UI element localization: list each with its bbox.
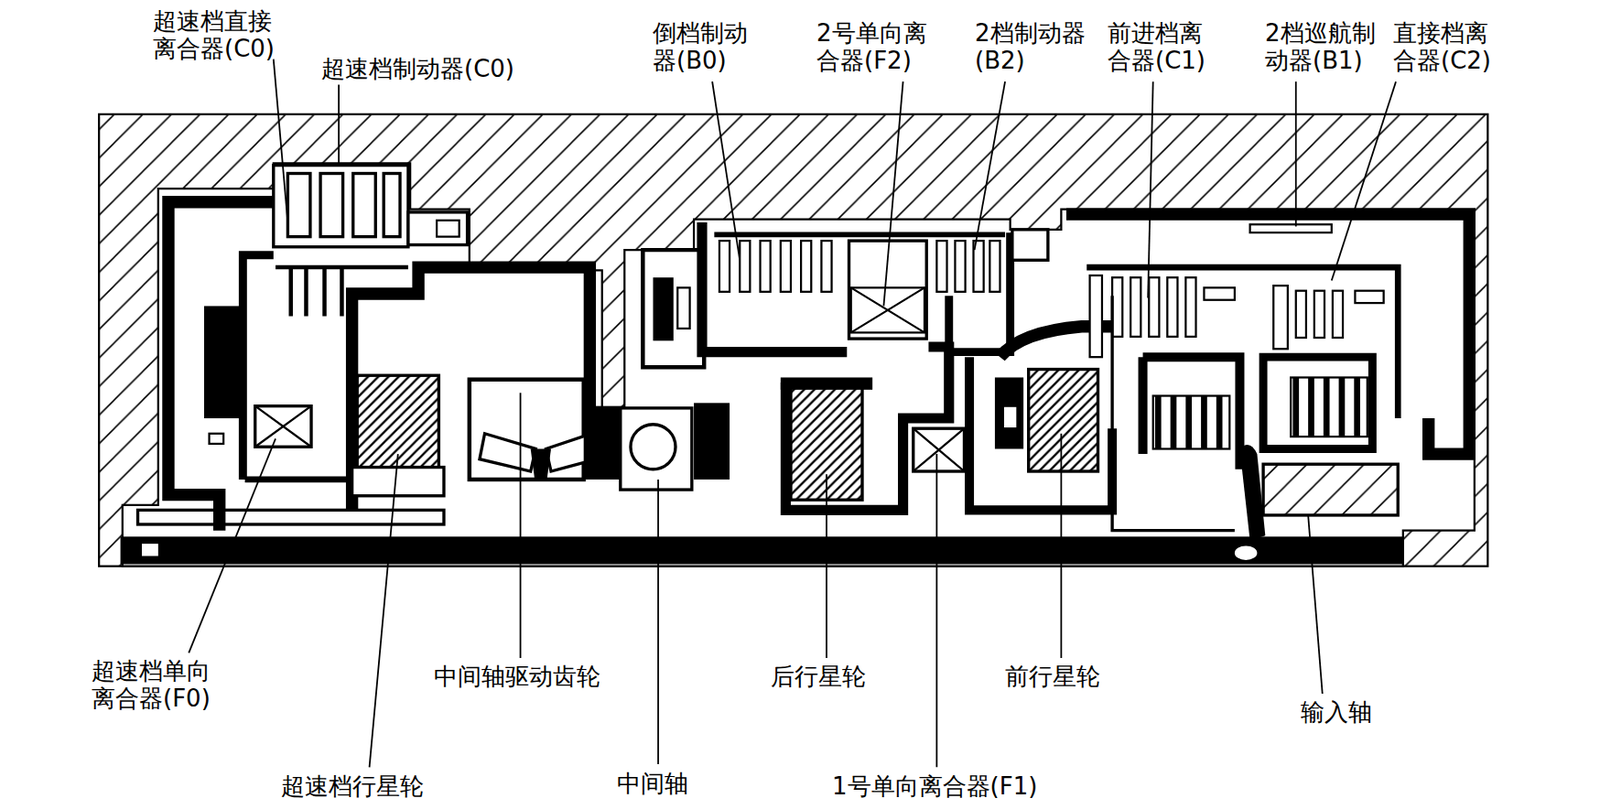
part-label: 超速档行星轮 bbox=[281, 773, 424, 801]
leader-line bbox=[712, 81, 740, 260]
leader-line bbox=[337, 85, 340, 166]
leader-line bbox=[1308, 515, 1323, 694]
leader-line bbox=[1331, 81, 1396, 281]
part-label: 中间轴驱动齿轮 bbox=[433, 663, 601, 692]
leader-line bbox=[1147, 81, 1154, 298]
part-label: 中间轴 bbox=[616, 770, 689, 799]
leader-line bbox=[1059, 433, 1062, 659]
part-label: 超速档单向 离合器(F0) bbox=[91, 658, 235, 714]
part-label: 前行星轮 bbox=[1005, 663, 1101, 692]
part-label: 2档巡航制 动器(B1) bbox=[1264, 20, 1403, 76]
leader-line bbox=[369, 454, 399, 768]
leader-line bbox=[188, 438, 276, 653]
leader-line bbox=[974, 81, 1006, 250]
leader-line bbox=[273, 59, 289, 223]
leader-line bbox=[935, 454, 938, 768]
part-label: 后行星轮 bbox=[770, 663, 866, 692]
part-label: 2档制动器 (B2) bbox=[974, 20, 1108, 76]
part-label: 前进档离 合器(C1) bbox=[1107, 20, 1231, 76]
leader-line bbox=[519, 392, 522, 659]
part-label: 超速档直接 离合器(C0) bbox=[152, 8, 306, 64]
leader-line bbox=[883, 81, 903, 306]
leader-line bbox=[657, 479, 660, 765]
part-label: 直接档离 合器(C2) bbox=[1393, 20, 1516, 76]
leader-line bbox=[825, 474, 828, 659]
leader-line bbox=[1295, 81, 1298, 227]
part-label: 输入轴 bbox=[1300, 699, 1373, 727]
part-label: 倒档制动 器(B0) bbox=[652, 20, 766, 76]
part-label: 超速档制动器(C0) bbox=[321, 55, 515, 84]
part-label: 1号单向离合器(F1) bbox=[832, 773, 1038, 801]
part-label: 2号单向离 合器(F2) bbox=[816, 20, 954, 76]
